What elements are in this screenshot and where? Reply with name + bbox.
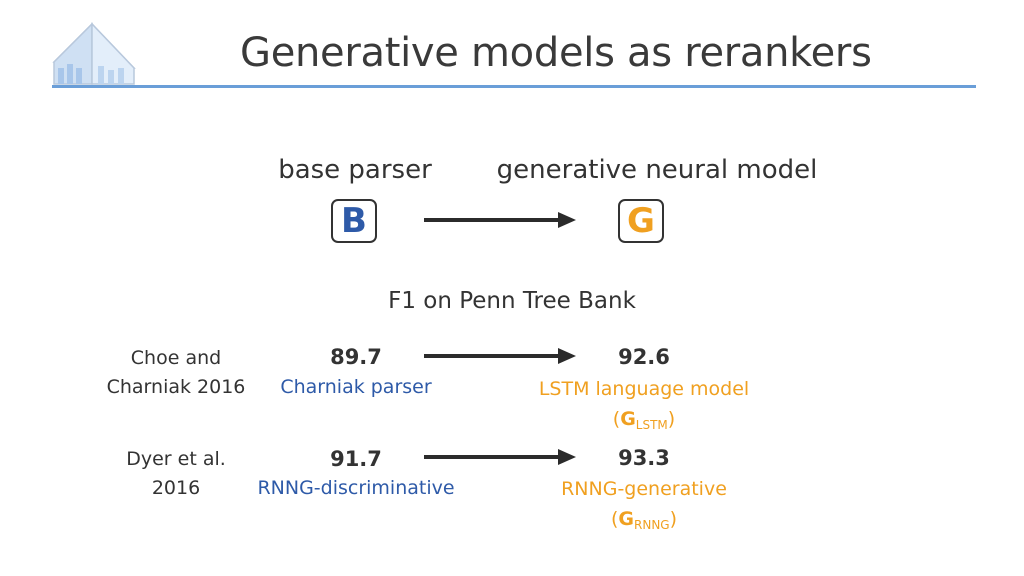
page-title: Generative models as rerankers — [240, 30, 872, 76]
gen-name-text: RNNG-generative — [561, 478, 727, 500]
gen-symbol: G — [620, 408, 636, 430]
base-name-row-1: Charniak parser — [280, 376, 432, 398]
paren-open: ( — [612, 408, 621, 430]
row-1-arrow-icon — [424, 348, 576, 364]
paren-close: ) — [669, 508, 678, 530]
citation-line: Dyer et al. — [126, 448, 226, 470]
base-parser-label: base parser — [278, 155, 432, 185]
gen-name-row-1: LSTM language model (GLSTM) — [524, 374, 764, 440]
base-score-row-1: 89.7 — [330, 345, 382, 369]
paren-close: ) — [667, 408, 676, 430]
generative-model-box: G — [618, 199, 664, 243]
gen-symbol-row-2: (GRNNG) — [524, 504, 764, 540]
citation-line: Choe and — [130, 347, 222, 369]
base-name-row-2: RNNG-discriminative — [257, 477, 455, 499]
citation-row-1: Choe and Charniak 2016 — [96, 344, 256, 402]
gen-score-row-2: 93.3 — [618, 446, 670, 470]
title-rule — [52, 85, 976, 88]
gen-subscript: LSTM — [635, 418, 668, 432]
gen-symbol: G — [618, 508, 634, 530]
gen-name-row-2: RNNG-generative (GRNNG) — [524, 474, 764, 540]
row-2-arrow-icon — [424, 449, 576, 465]
citation-line: 2016 — [151, 477, 201, 499]
gen-score-row-1: 92.6 — [618, 345, 670, 369]
gen-name-text: LSTM language model — [538, 378, 750, 400]
citation-row-2: Dyer et al. 2016 — [96, 445, 256, 503]
main-arrow-icon — [424, 212, 576, 228]
generative-model-label: generative neural model — [496, 155, 818, 185]
gen-symbol-row-1: (GLSTM) — [524, 404, 764, 440]
paren-open: ( — [610, 508, 619, 530]
base-score-row-2: 91.7 — [330, 447, 382, 471]
gen-subscript: RNNG — [634, 518, 670, 532]
citation-line: Charniak 2016 — [106, 376, 246, 398]
base-parser-box: B — [331, 199, 377, 243]
logo-icon — [52, 22, 136, 85]
results-heading: F1 on Penn Tree Bank — [388, 288, 636, 314]
